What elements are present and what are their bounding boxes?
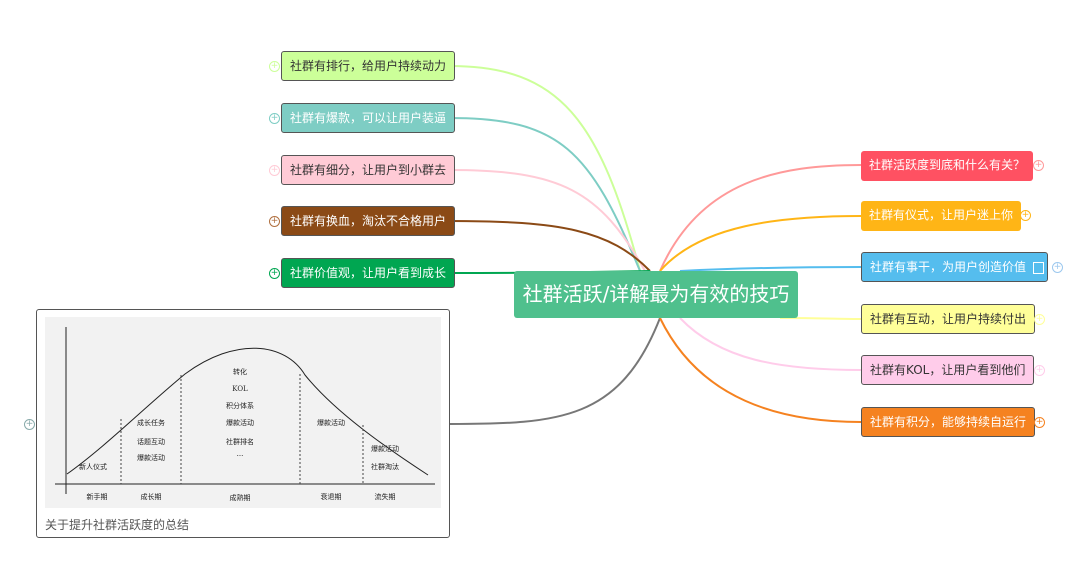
lifecycle-curve: [66, 347, 429, 476]
expand-icon[interactable]: +: [1034, 314, 1045, 325]
topic-label: 社群有事干，为用户创造价值: [870, 260, 1027, 274]
stage-label: 新手期: [87, 492, 108, 501]
stage-label: 成熟期: [230, 493, 251, 502]
expand-icon[interactable]: +: [269, 268, 280, 279]
s1-item: 新人仪式: [79, 462, 107, 471]
s3-item: 积分体系: [226, 401, 254, 410]
expand-icon[interactable]: +: [269, 165, 280, 176]
s5-item: 社群淘汰: [371, 462, 399, 471]
expand-icon[interactable]: +: [24, 419, 35, 430]
topic-member-turnover[interactable]: 社群有换血，淘汰不合格用户: [281, 206, 456, 236]
stage-label: 流失期: [375, 492, 396, 501]
topic-hit-content[interactable]: 社群有爆款，可以让用户装逼: [281, 103, 456, 133]
stage-label: 成长期: [141, 492, 162, 501]
topic-value-creation[interactable]: 社群有事干，为用户创造价值: [861, 252, 1048, 282]
s2-item: 话题互动: [137, 437, 165, 446]
topic-values[interactable]: 社群价值观，让用户看到成长: [281, 258, 456, 288]
topic-interaction[interactable]: 社群有互动，让用户持续付出: [861, 304, 1036, 334]
s5-item: 爆款活动: [371, 444, 399, 453]
topic-kol[interactable]: 社群有KOL，让用户看到他们: [861, 355, 1035, 385]
image-caption: 关于提升社群活跃度的总结: [45, 518, 190, 532]
topic-subgroups[interactable]: 社群有细分，让用户到小群去: [281, 155, 456, 185]
note-icon[interactable]: [1032, 261, 1044, 274]
central-topic[interactable]: 社群活跃/详解最为有效的技巧: [514, 271, 798, 318]
s2-item: 成长任务: [137, 418, 165, 427]
expand-icon[interactable]: +: [1034, 365, 1045, 376]
s4-item: 爆款活动: [317, 418, 345, 427]
s3-item: 转化: [233, 367, 247, 376]
expand-icon[interactable]: +: [269, 113, 280, 124]
lifecycle-diagram-image: 新人仪式 成长任务 话题互动 爆款活动 转化 KOL 积分体系 爆款活动 社群排…: [45, 317, 441, 508]
image-topic[interactable]: 新人仪式 成长任务 话题互动 爆款活动 转化 KOL 积分体系 爆款活动 社群排…: [36, 309, 450, 538]
expand-icon[interactable]: +: [1034, 417, 1045, 428]
expand-icon[interactable]: +: [269, 216, 280, 227]
s3-item: 社群排名: [226, 437, 254, 446]
expand-icon[interactable]: +: [1052, 262, 1063, 273]
s3-item: 爆款活动: [226, 418, 254, 427]
s3-item: KOL: [232, 385, 248, 393]
expand-icon[interactable]: +: [269, 61, 280, 72]
expand-icon[interactable]: +: [1020, 210, 1031, 221]
stage-label: 衰退期: [321, 492, 342, 501]
topic-activity-factors[interactable]: 社群活跃度到底和什么有关？: [861, 151, 1034, 181]
s3-item: ...: [237, 450, 244, 458]
topic-points[interactable]: 社群有积分，能够持续自运行: [861, 407, 1036, 437]
s2-item: 爆款活动: [137, 453, 165, 462]
topic-ranking[interactable]: 社群有排行，给用户持续动力: [281, 51, 456, 81]
topic-ritual[interactable]: 社群有仪式，让用户迷上你: [861, 201, 1022, 231]
expand-icon[interactable]: +: [1033, 160, 1044, 171]
